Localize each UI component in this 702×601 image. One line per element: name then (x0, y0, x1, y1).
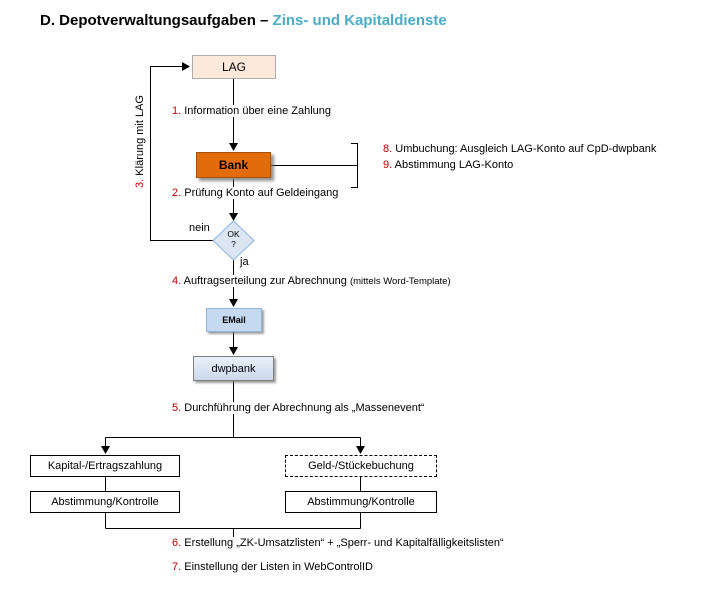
step-8: 8. Umbuchung: Ausgleich LAG-Konto auf Cp… (381, 143, 659, 155)
page-title: D. Depotverwaltungsaufgaben – Zins- und … (40, 12, 447, 29)
step-5-text: Durchführung der Abrechnung als „Massene… (181, 402, 425, 414)
decision-label: OK ? (211, 229, 256, 249)
decision-diamond (212, 220, 255, 261)
step-9-number: 9. (383, 159, 393, 171)
step-9: 9. Abstimmung LAG-Konto (381, 159, 516, 171)
step-9-text: Abstimmung LAG-Konto (392, 159, 514, 171)
node-abstimmung-kontrolle-left: Abstimmung/Kontrolle (30, 491, 180, 513)
step-4-number: 4. (172, 275, 182, 287)
step-7-text: Einstellung der Listen in WebControlID (181, 561, 373, 573)
edge-label-nein: nein (189, 222, 210, 234)
line-nein-loop (150, 66, 213, 241)
bracket-shape (351, 143, 358, 188)
step-4-text: Auftragserteilung zur Abrechnung (181, 275, 350, 287)
arrow-into-geld (356, 446, 365, 454)
step-1-number: 1. (172, 105, 182, 117)
step-1-text: Information über eine Zahlung (181, 105, 332, 117)
step-5-number: 5. (172, 402, 182, 414)
step-8-text: Umbuchung: Ausgleich LAG-Konto auf CpD-d… (392, 143, 657, 155)
title-accent: Zins- und Kapitaldienste (272, 12, 447, 29)
node-email: EMail (206, 308, 262, 332)
step-6: 6. Erstellung „ZK-Umsatzlisten“ + „Sperr… (170, 537, 506, 549)
step-8-number: 8. (383, 143, 393, 155)
step-4: 4. Auftragserteilung zur Abrechnung (mit… (170, 275, 453, 287)
step-5: 5. Durchführung der Abrechnung als „Mass… (170, 402, 427, 414)
node-abstimmung-kontrolle-right: Abstimmung/Kontrolle (285, 491, 437, 513)
side-label-text: Klärung mit LAG (134, 95, 146, 179)
step-6-number: 6. (172, 537, 182, 549)
arrow-into-kapital (101, 446, 110, 454)
arrow-into-lag (182, 62, 190, 71)
node-dwpbank: dwpbank (193, 356, 274, 381)
edge-label-ja: ja (240, 256, 249, 268)
arrow-into-dwpbank (229, 347, 238, 355)
decision-ok-text: OK (227, 229, 240, 239)
step-2: 2. Prüfung Konto auf Geldeingang (170, 187, 341, 199)
title-prefix: D. Depotverwaltungsaufgaben – (40, 12, 273, 29)
flow-lines (105, 66, 361, 537)
step-6-text: Erstellung „ZK-Umsatzlisten“ + „Sperr- u… (181, 537, 504, 549)
side-label-number: 3. (134, 178, 146, 188)
step-2-text: Prüfung Konto auf Geldeingang (181, 187, 339, 199)
node-bank: Bank (196, 152, 271, 178)
step-1: 1. Information über eine Zahlung (170, 105, 334, 117)
node-kapital-ertragszahlung: Kapital-/Ertragszahlung (30, 455, 180, 477)
decision-question-mark: ? (231, 239, 236, 249)
node-geld-stueckebuchung: Geld-/Stückebuchung (285, 455, 437, 477)
node-lag: LAG (192, 55, 276, 79)
step-7: 7. Einstellung der Listen in WebControlI… (170, 561, 375, 573)
side-label-klaerung: 3. Klärung mit LAG (134, 95, 146, 188)
arrowheads (101, 62, 365, 454)
step-2-number: 2. (172, 187, 182, 199)
arrow-into-decision (229, 213, 238, 221)
arrow-into-bank (229, 143, 238, 151)
step-4-note: (mittels Word-Template) (349, 276, 451, 287)
arrow-into-email (229, 299, 238, 307)
step-7-number: 7. (172, 561, 182, 573)
